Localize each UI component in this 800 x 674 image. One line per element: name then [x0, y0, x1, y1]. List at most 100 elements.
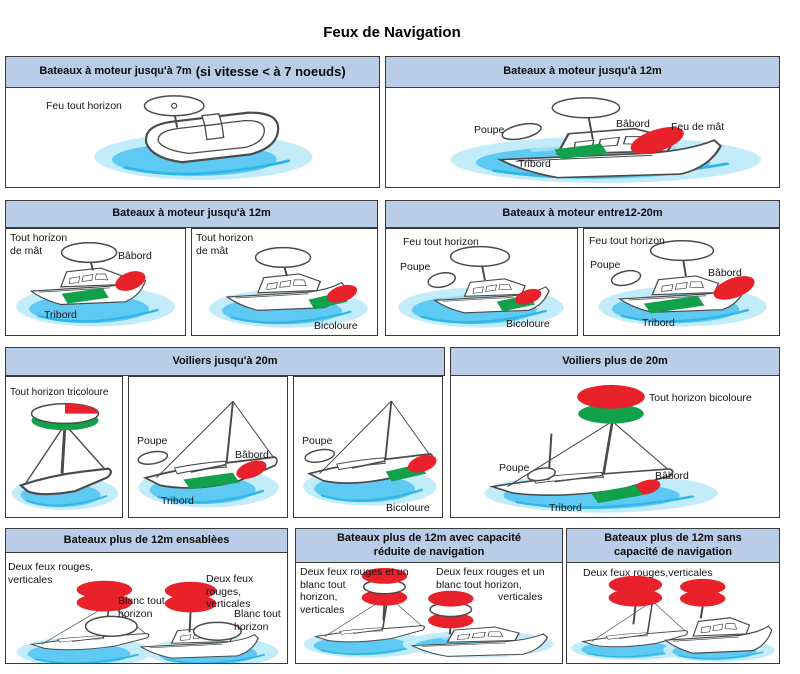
- label-masthead: Tout horizon de mât: [10, 232, 68, 257]
- starboard-green-light: [591, 485, 643, 504]
- label-masthead: Tout horizon de mât: [196, 232, 254, 257]
- motorboat-illustration: [192, 246, 377, 335]
- bicolor-allround-light: [577, 384, 645, 424]
- aground-illustration: [14, 580, 281, 663]
- dinghy-illustration: [6, 95, 379, 187]
- label-stern: Poupe: [137, 435, 168, 447]
- motor-12-20m-bicolor-view: Feu tout horizon Poupe Bicoloure: [385, 228, 578, 336]
- starboard-green-light: [554, 143, 608, 160]
- label-allround: Feu tout horizon: [403, 236, 479, 248]
- two-red-lights-motor: [679, 578, 726, 607]
- panel-motor-12m-header: Bateaux à moteur jusqu'à 12m: [385, 56, 780, 88]
- panel-motor-7m-header-text: Bateaux à moteur jusqu'à 7m: [39, 65, 192, 78]
- stern-light: [610, 269, 642, 287]
- label-stern: Poupe: [302, 435, 333, 447]
- masthead-light: [60, 242, 118, 264]
- restricted-illustration: [301, 567, 556, 660]
- panel-motor-12m-perspective: Bateaux à moteur jusqu'à 12m Poupe Bâbor…: [385, 56, 780, 188]
- label-stern: Poupe: [499, 462, 530, 474]
- label-allround: Feu tout horizon: [589, 235, 665, 247]
- sailboat-illustration: [301, 399, 439, 508]
- motorboat-illustration: [584, 240, 779, 335]
- port-red-light: [115, 271, 146, 291]
- sail-tricolor-view: Tout horizon tricoloure: [5, 376, 123, 518]
- motorboat-illustration: [6, 242, 185, 335]
- group-motor-12-20m-header: Bateaux à moteur entre12-20m: [385, 200, 780, 228]
- panel-aground-header: Bateaux plus de 12m ensablèes: [5, 528, 288, 553]
- sailboat-illustration: [10, 403, 120, 512]
- group-motor-12m: Bateaux à moteur jusqu'à 12m Tout horizo…: [5, 200, 378, 336]
- label-stern: Poupe: [590, 259, 621, 271]
- two-red-lights-sail: [608, 575, 663, 607]
- panel-motor-7m-header: Bateaux à moteur jusqu'à 7m (si vitesse …: [5, 56, 380, 88]
- masthead-light: [254, 246, 312, 269]
- label-tricolor: Tout horizon tricoloure: [10, 387, 109, 398]
- panel-sail-over-20m-body: Tout horizon bicoloure Poupe Bâbord Trib…: [450, 376, 780, 518]
- all-round-light: [649, 240, 715, 262]
- stern-light: [501, 122, 542, 141]
- red-white-red-lights-motor: [428, 590, 474, 629]
- label-right-white: Blanc tout horizon: [234, 608, 281, 633]
- label-port: Bâbord: [655, 470, 689, 482]
- label-right-red: Deux feux rouges, verticales: [206, 573, 254, 611]
- label-port: Bâbord: [616, 118, 650, 130]
- label-starboard: Tribord: [642, 317, 675, 329]
- panel-nuc-body: Deux feux rouges,verticales: [566, 563, 780, 664]
- port-red-light: [630, 127, 684, 154]
- masthead-light: [551, 97, 621, 119]
- label-port: Bâbord: [118, 250, 152, 262]
- bicolor-red-light: [326, 284, 358, 303]
- sail-bicolor-view: Poupe Bicoloure: [293, 376, 443, 518]
- label-two-red: Deux feux rouges,verticales: [583, 567, 713, 579]
- label-stern: Poupe: [400, 261, 431, 273]
- white-allround-light-motor: [192, 621, 242, 641]
- panel-nuc-header: Bateaux plus de 12m sans capacité de nav…: [566, 528, 780, 563]
- stern-light: [527, 467, 556, 482]
- label-left-red: Deux feux rouges, verticales: [8, 561, 94, 586]
- panel-aground: Bateaux plus de 12m ensablèes: [5, 528, 288, 664]
- label-port: Bâbord: [235, 449, 269, 461]
- starboard-green-light: [61, 287, 109, 304]
- two-red-lights-motor: [164, 581, 217, 613]
- panel-sail-over-20m: Voiliers plus de 20m Tout horizon bicolo…: [450, 347, 780, 518]
- panel-restricted-body: Deux feux rouges et un blanc tout horizo…: [295, 563, 563, 664]
- label-bicolor: Bicoloure: [314, 320, 358, 332]
- stern-light: [137, 450, 169, 465]
- label-masthead: Feu de mât: [671, 121, 725, 133]
- label-starboard: Tribord: [161, 495, 194, 507]
- port-red-light: [236, 460, 267, 479]
- label-starboard: Tribord: [44, 309, 77, 321]
- sailboat-illustration: [451, 384, 779, 517]
- all-round-light: [449, 245, 511, 268]
- group-motor-12-20m: Bateaux à moteur entre12-20m Feu tout ho…: [385, 200, 780, 336]
- bulb-icon: [171, 102, 178, 109]
- white-allround-light-sail: [84, 615, 138, 637]
- port-red-light: [633, 479, 661, 495]
- panel-motor-12m-body: Poupe Bâbord Feu de mât Tribord: [385, 88, 780, 188]
- port-red-light: [713, 276, 755, 300]
- panel-motor-7m-body: Feu tout horizon: [5, 88, 380, 188]
- panel-sail-over-20m-header: Voiliers plus de 20m: [450, 347, 780, 376]
- page-title: Feux de Navigation: [323, 24, 461, 41]
- starboard-green-light: [183, 472, 240, 490]
- label-bicolor-allround: Tout horizon bicoloure: [649, 392, 752, 404]
- label-stern: Poupe: [474, 124, 505, 136]
- panel-motor-7m-header-note: (si vitesse < à 7 noeuds): [195, 63, 346, 79]
- nuc-illustration: [569, 575, 777, 663]
- starboard-green-light: [643, 295, 705, 314]
- label-right-line1: Deux feux rouges et un blanc tout horizo…: [436, 566, 545, 591]
- label-right-line2: verticales: [498, 591, 543, 603]
- group-sail-20m: Voiliers jusqu'à 20m Tout horizon tricol…: [5, 347, 445, 518]
- label-bicolor: Bicoloure: [386, 502, 430, 514]
- label-port: Bâbord: [708, 267, 742, 279]
- group-sail-20m-header: Voiliers jusqu'à 20m: [5, 347, 445, 376]
- two-red-lights-sail: [76, 580, 133, 612]
- label-left: Deux feux rouges et un blanc tout horizo…: [300, 566, 409, 616]
- motor-12m-side-view: Tout horizon de mât Bâbord Tribord: [5, 228, 186, 336]
- motor-12-20m-side-view: Feu tout horizon Poupe Bâbord Tribord: [583, 228, 780, 336]
- stern-light: [304, 448, 336, 463]
- label-left-white: Blanc tout horizon: [118, 595, 165, 620]
- label-starboard: Tribord: [518, 158, 551, 170]
- sail-side-view: Poupe Bâbord Tribord: [128, 376, 288, 518]
- red-white-red-lights-sail: [361, 567, 408, 606]
